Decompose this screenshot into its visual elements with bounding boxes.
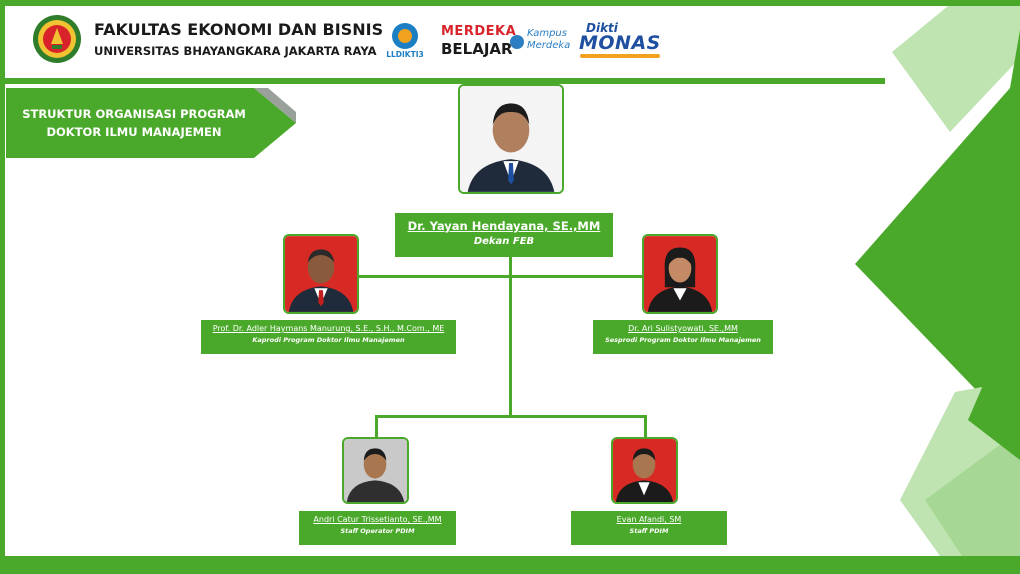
- connector-operator-drop: [375, 415, 378, 437]
- kampus-merdeka-line2: Merdeka: [527, 40, 571, 51]
- staff-name[interactable]: Evan Afandi, SM: [616, 515, 682, 524]
- lldikti-logo: [392, 23, 418, 49]
- operator-namebox: Andri Catur Trissetianto, SE.,MM Staff O…: [299, 511, 456, 545]
- operator-role: Staff Operator PDIM: [340, 527, 415, 535]
- connector-dean-stem: [509, 257, 512, 417]
- dean-namebox: Dr. Yayan Hendayana, SE.,MM Dekan FEB: [395, 213, 613, 257]
- dikti-monas-bar: [580, 54, 660, 58]
- kampus-merdeka-line1: Kampus: [527, 28, 567, 39]
- staff-photo: [611, 437, 678, 504]
- frame-bottom: [0, 556, 1020, 574]
- kaprodi-name[interactable]: Prof. Dr. Adler Haymans Manurung, S.E., …: [212, 324, 445, 333]
- operator-portrait-icon: [344, 439, 407, 502]
- dean-name[interactable]: Dr. Yayan Hendayana, SE.,MM: [407, 219, 601, 233]
- merdeka-logo-top: MERDEKA: [441, 24, 517, 39]
- dean-role: Dekan FEB: [473, 236, 535, 247]
- staff-namebox: Evan Afandi, SM Staff PDIM: [571, 511, 727, 545]
- dean-photo: [458, 84, 564, 194]
- kaprodi-photo: [283, 234, 359, 314]
- staff-portrait-icon: [613, 439, 676, 502]
- frame-left: [0, 0, 5, 574]
- kaprodi-portrait-icon: [285, 236, 357, 312]
- dean-portrait-icon: [460, 86, 562, 192]
- page-title-line1: STRUKTUR ORGANISASI PROGRAM: [22, 107, 246, 121]
- lldikti-label: LLDIKTI3: [386, 50, 424, 59]
- operator-photo: [342, 437, 409, 504]
- kaprodi-namebox: Prof. Dr. Adler Haymans Manurung, S.E., …: [201, 320, 456, 354]
- dikti-monas-bottom: MONAS: [579, 32, 661, 54]
- frame-top: [0, 0, 1020, 6]
- page-title: STRUKTUR ORGANISASI PROGRAM DOKTOR ILMU …: [14, 105, 254, 141]
- connector-staff-drop: [644, 415, 647, 437]
- header-divider: [5, 78, 885, 84]
- dikti-monas-top: Dikti: [586, 21, 618, 35]
- connector-upper-horizontal: [358, 275, 643, 278]
- merdeka-logo-bottom: BELAJAR: [441, 40, 513, 58]
- connector-lower-horizontal: [375, 415, 647, 418]
- sesprodi-role: Sesprodi Program Doktor Ilmu Manajemen: [605, 336, 761, 344]
- sesprodi-namebox: Dr. Ari Sulistyowati, SE.,MM Sesprodi Pr…: [593, 320, 773, 354]
- page-title-line2: DOKTOR ILMU MANAJEMEN: [46, 125, 222, 139]
- kaprodi-role: Kaprodi Program Doktor Ilmu Manajemen: [252, 336, 405, 344]
- staff-role: Staff PDIM: [629, 527, 669, 535]
- sesprodi-photo: [642, 234, 718, 314]
- university-logo: [33, 15, 81, 63]
- faculty-name: FAKULTAS EKONOMI DAN BISNIS: [94, 20, 384, 39]
- sesprodi-name[interactable]: Dr. Ari Sulistyowati, SE.,MM: [628, 324, 738, 333]
- title-banner: [6, 88, 296, 158]
- operator-name[interactable]: Andri Catur Trissetianto, SE.,MM: [313, 515, 442, 524]
- sesprodi-portrait-icon: [644, 236, 716, 312]
- kampus-merdeka-icon: [510, 35, 524, 49]
- university-name: UNIVERSITAS BHAYANGKARA JAKARTA RAYA: [94, 44, 377, 58]
